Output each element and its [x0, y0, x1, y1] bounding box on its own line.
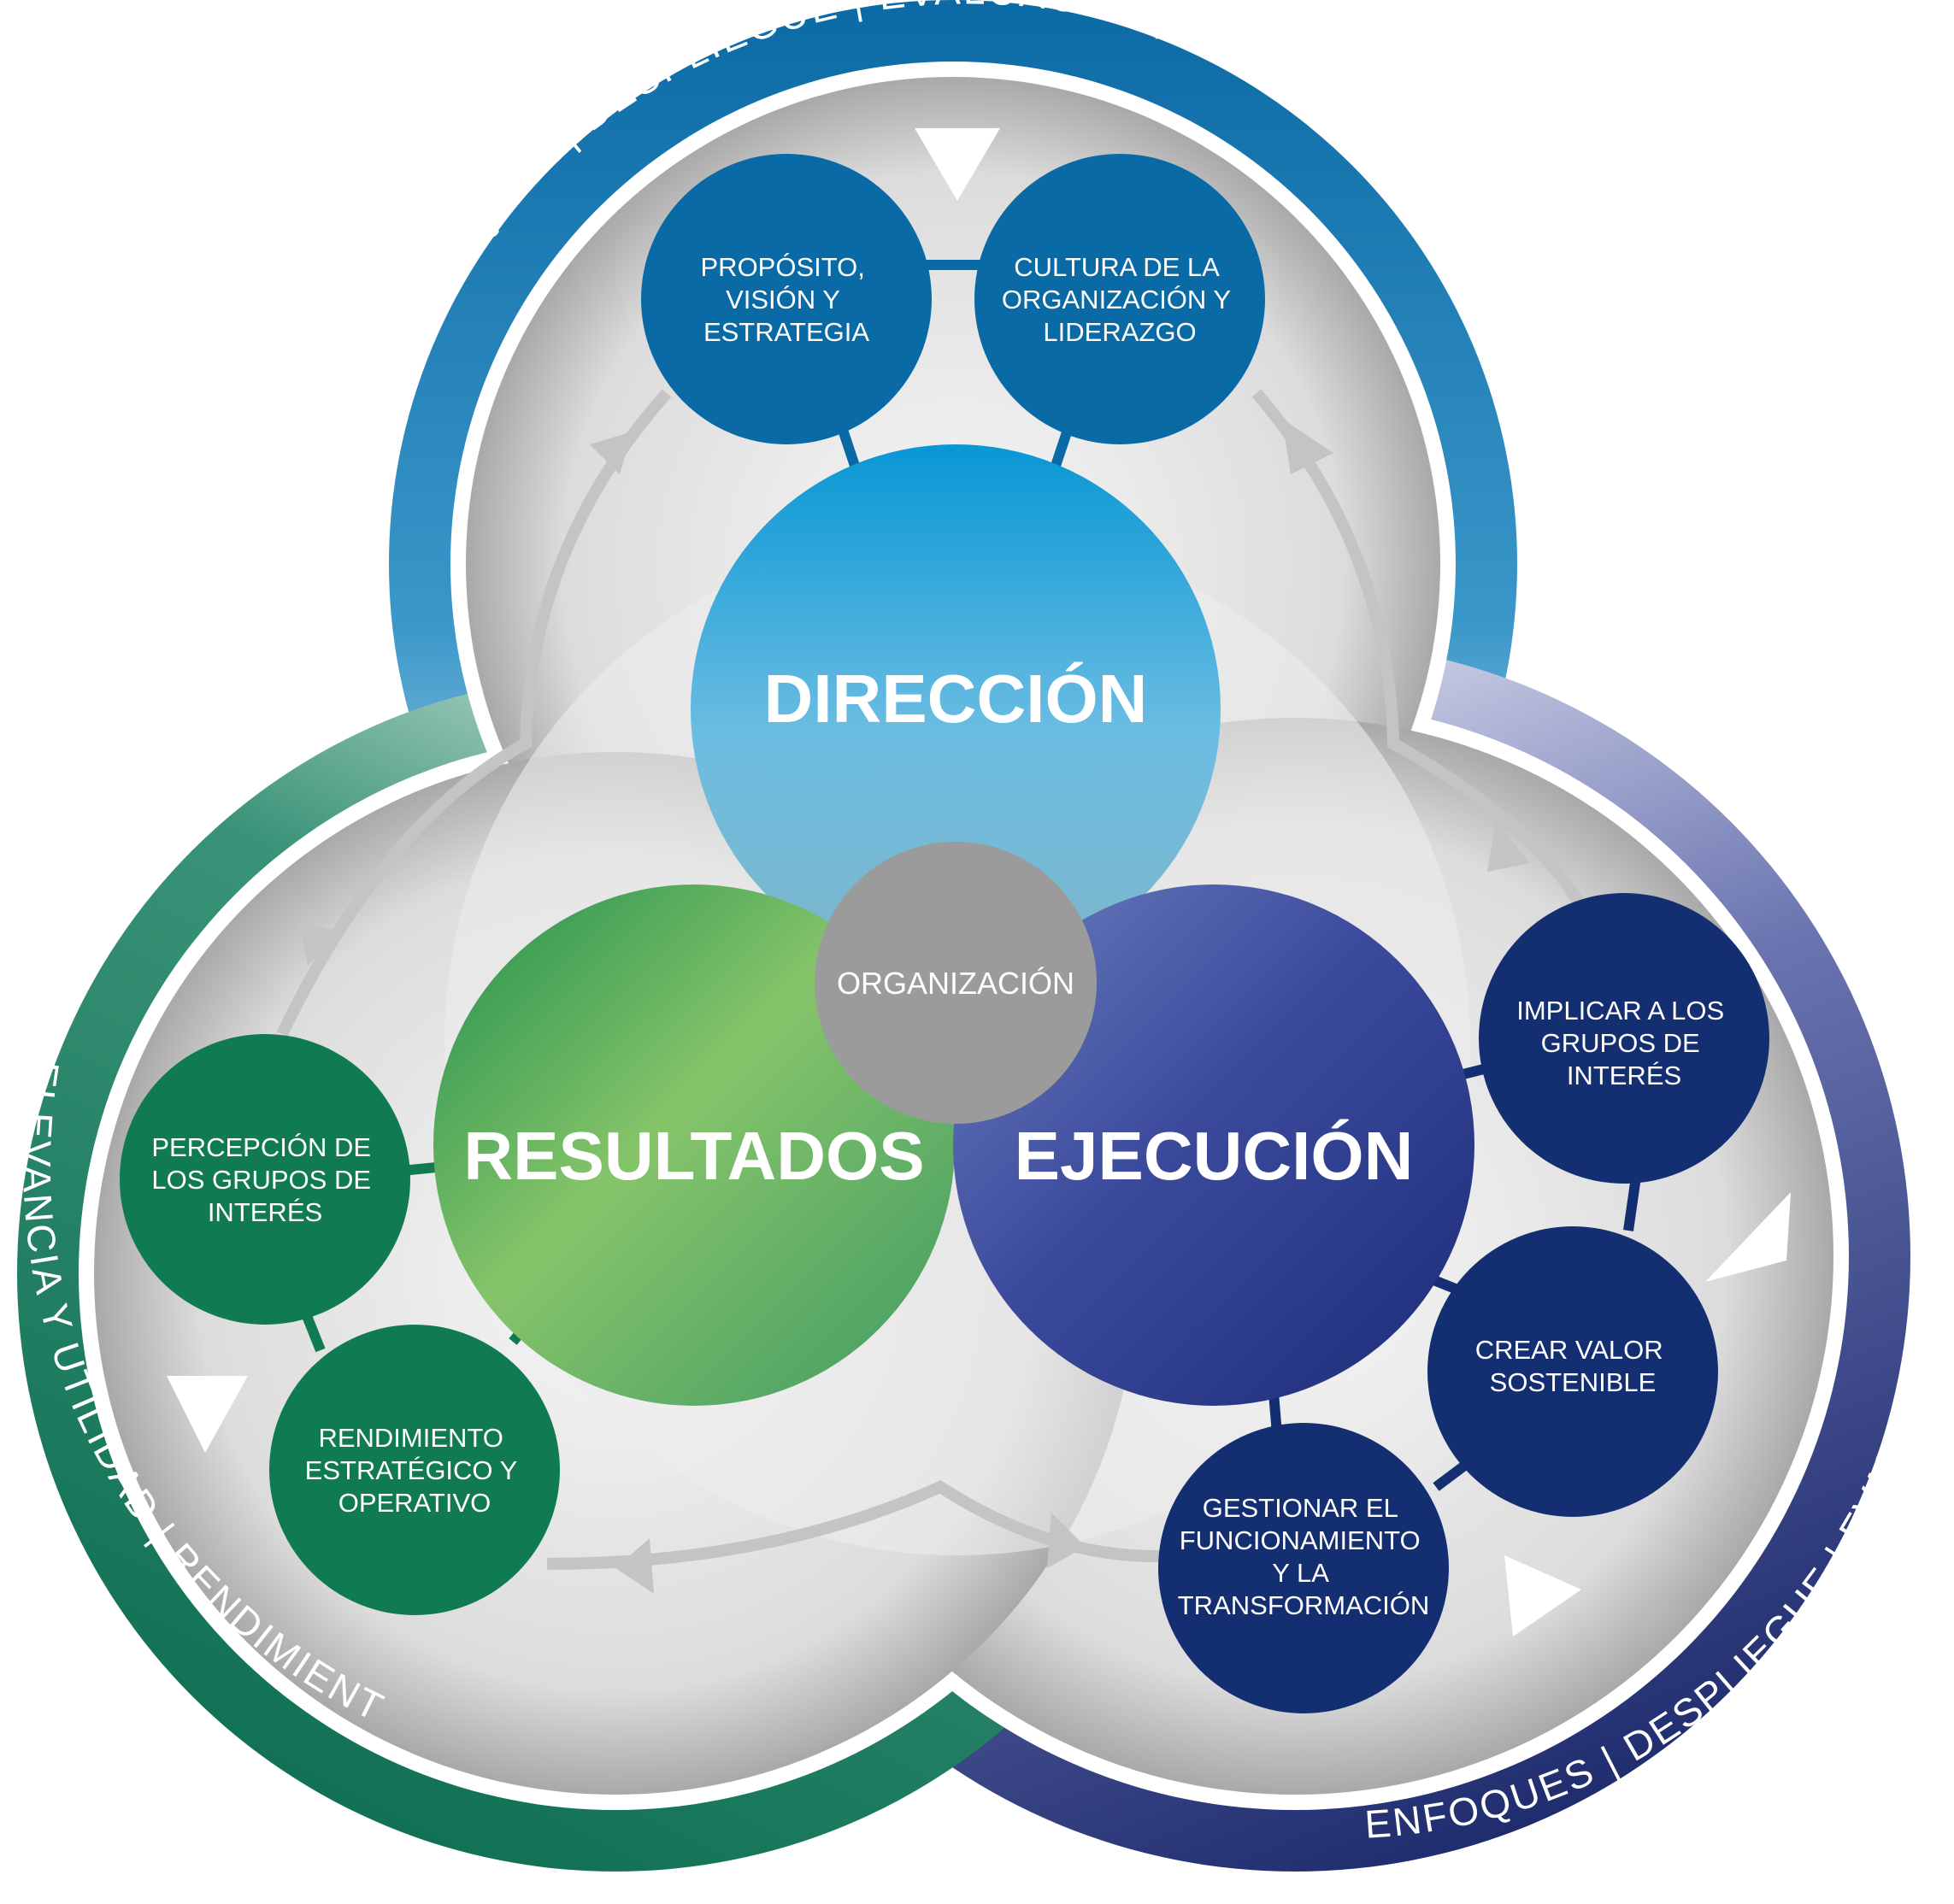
triangle-right [1705, 1192, 1791, 1282]
crear-label: CREAR VALOR SOSTENIBLE [1475, 1335, 1671, 1397]
proposito-node [641, 154, 932, 444]
triangle-markers [167, 128, 1791, 1637]
main-circles [433, 444, 1474, 1406]
rendimiento-label: RENDIMIENTO ESTRATÉGICO Y OPERATIVO [305, 1423, 525, 1518]
organizacion-label: ORGANIZACIÓN [837, 966, 1074, 1001]
gestionar-label: GESTIONAR EL FUNCIONAMIENTO Y LA TRANSFO… [1178, 1493, 1430, 1620]
satellite-circles [120, 154, 1769, 1713]
organizacion-circle [815, 842, 1097, 1124]
cultura-label: CULTURA DE LA ORGANIZACIÓN Y LIDERAZGO [1002, 252, 1238, 347]
rendimiento-node [269, 1325, 560, 1615]
cultura-node [974, 154, 1265, 444]
triangle-top [915, 128, 1000, 201]
resultados-label: RESULTADOS [463, 1118, 924, 1194]
percepcion-label: PERCEPCIÓN DE LOS GRUPOS DE INTERÉS [151, 1132, 378, 1227]
gestionar-node [1158, 1423, 1449, 1713]
crear-node [1427, 1226, 1718, 1517]
ejecucion-label: EJECUCIÓN [1015, 1118, 1414, 1194]
implicar-label: IMPLICAR A LOS GRUPOS DE INTERÉS [1516, 996, 1732, 1090]
triangle-bottom-right [1504, 1555, 1581, 1637]
direccion-circle [691, 444, 1221, 974]
percepcion-node [120, 1034, 410, 1325]
direccion-label: DIRECCIÓN [764, 661, 1148, 737]
triangle-left [167, 1376, 248, 1453]
implicar-node [1479, 893, 1769, 1184]
cycle-arrowheads [299, 419, 1530, 1594]
proposito-label: PROPÓSITO, VISIÓN Y ESTRATEGIA [701, 252, 873, 347]
cycle-arrows [276, 389, 1587, 1570]
